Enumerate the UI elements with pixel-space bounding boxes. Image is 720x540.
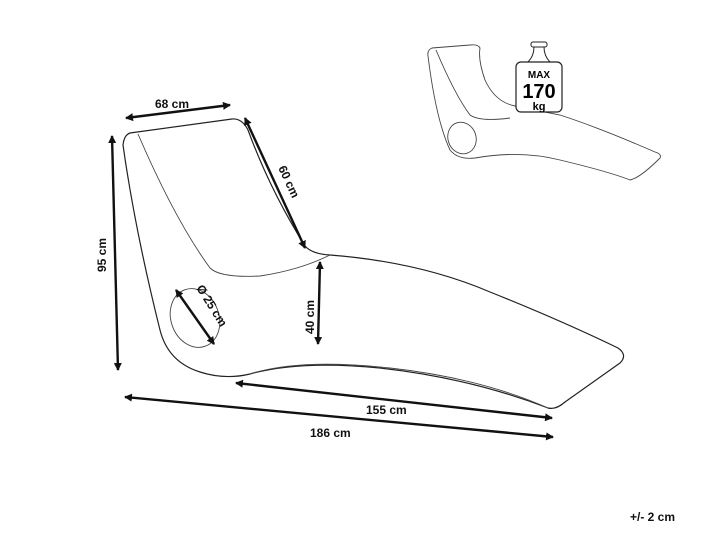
weight-icon: MAX 170 kg xyxy=(515,41,563,113)
weight-max: MAX xyxy=(528,70,551,81)
weight-value: 170 xyxy=(522,81,555,103)
dim-line-186 xyxy=(124,393,554,441)
label-68cm: 68 cm xyxy=(155,97,189,111)
label-40cm: 40 cm xyxy=(303,300,317,334)
label-155cm: 155 cm xyxy=(366,403,407,417)
tolerance-note: +/- 2 cm xyxy=(630,510,675,524)
label-95cm: 95 cm xyxy=(95,238,109,272)
max-load-illustration: MAX 170 kg xyxy=(427,41,661,181)
lounger-drawing xyxy=(122,118,625,409)
dim-line-95 xyxy=(108,135,122,371)
dim-line-60 xyxy=(243,117,307,249)
weight-unit: kg xyxy=(533,101,546,113)
label-186cm: 186 cm xyxy=(310,426,351,440)
dim-line-68 xyxy=(125,101,231,122)
dim-line-40 xyxy=(314,261,324,345)
dim-line-25 xyxy=(175,289,215,345)
